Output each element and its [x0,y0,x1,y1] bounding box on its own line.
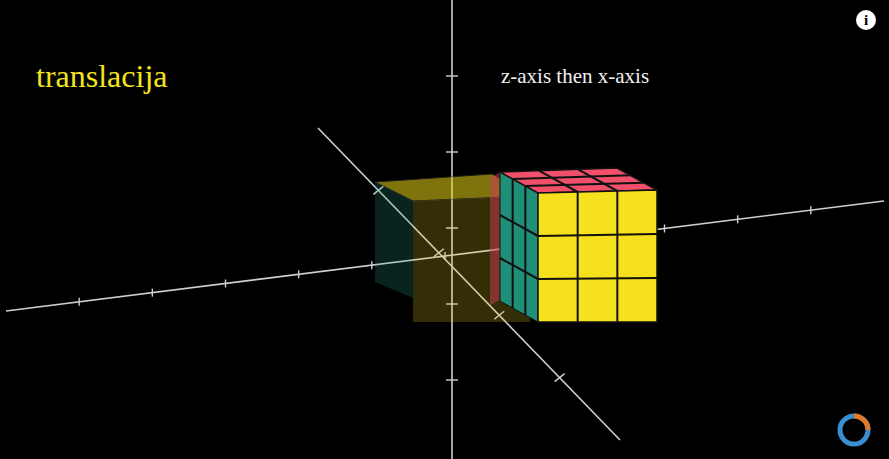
axis-ticks [79,76,811,382]
spinner [840,416,868,444]
rubiks-cube [500,168,657,322]
axes [6,0,884,459]
ghost-edge [490,172,500,305]
info-glyph: i [856,10,876,30]
title: translacija [36,58,167,95]
axis-order-note: z-axis then x-axis [500,62,650,90]
info-icon [856,10,876,30]
cube-grid [500,169,657,322]
